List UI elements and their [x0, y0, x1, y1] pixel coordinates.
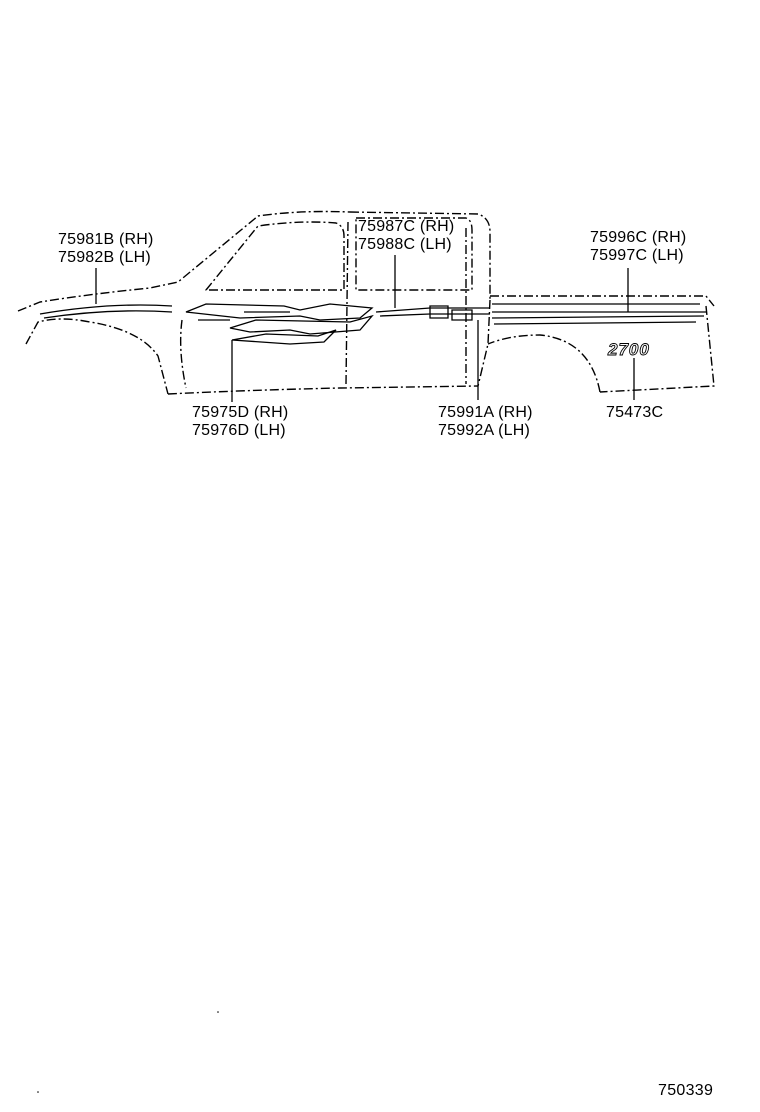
part-number-lh: 75997C (LH)	[590, 247, 684, 264]
part-number-rh: 75975D (RH)	[192, 404, 289, 421]
rear-door-stripe	[429, 305, 473, 321]
front-window-outline	[205, 221, 345, 291]
callout-emblem: 75473C	[606, 404, 663, 422]
rocker-outline	[167, 385, 479, 395]
fender-stripe	[39, 304, 173, 315]
cab-rear-outline	[477, 299, 491, 387]
front-door-seam	[179, 319, 187, 389]
speck	[37, 1091, 39, 1093]
drawing-number: 750339	[658, 1082, 714, 1099]
bed-top-outline	[490, 295, 715, 307]
callout-bed-stripe: 75996C (RH) 75997C (LH)	[590, 229, 686, 265]
part-number: 75473C	[606, 404, 664, 421]
part-number-lh: 75992A (LH)	[438, 422, 531, 439]
part-number-rh: 75981B (RH)	[58, 231, 154, 248]
speck	[217, 1011, 219, 1013]
center-door-seam	[345, 221, 349, 385]
part-number-lh: 75976D (LH)	[192, 422, 286, 439]
part-number-rh: 75987C (RH)	[358, 218, 455, 235]
callout-rear-door-stripe: 75991A (RH) 75992A (LH)	[438, 404, 533, 440]
callout-front-graphic: 75975D (RH) 75976D (LH)	[192, 404, 288, 440]
rear-window-outline	[355, 217, 473, 291]
door-stripe	[375, 307, 490, 313]
front-door-graphic	[185, 303, 374, 345]
bed-rear-outline	[599, 305, 715, 393]
callout-door-stripe: 75987C (RH) 75988C (LH)	[358, 218, 454, 254]
part-number-rh: 75996C (RH)	[590, 229, 687, 246]
hood-outline	[17, 210, 351, 312]
emblem-2700: 2700	[607, 340, 650, 359]
front-wheel-arch	[25, 318, 169, 395]
callout-fender-stripe: 75981B (RH) 75982B (LH)	[58, 231, 154, 267]
part-number-rh: 75991A (RH)	[438, 404, 533, 421]
part-number-lh: 75988C (LH)	[358, 236, 452, 253]
part-number-lh: 75982B (LH)	[58, 249, 151, 266]
cab-roof-outline	[349, 211, 491, 300]
rear-wheel-arch	[487, 334, 601, 393]
